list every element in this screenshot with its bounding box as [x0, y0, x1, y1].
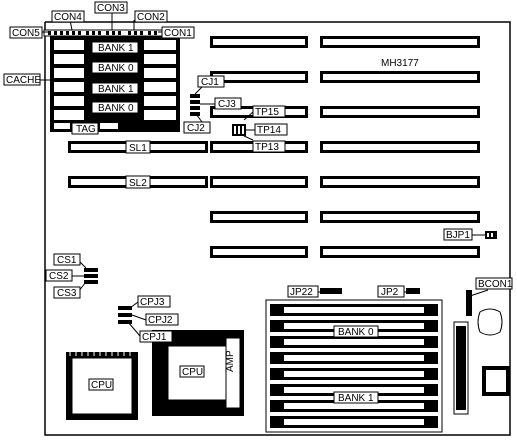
- callout-cache-bank0a: BANK 0: [91, 61, 139, 74]
- slot-pair-3: [210, 106, 480, 118]
- slot-pair-2: [210, 71, 480, 83]
- svg-text:CON2: CON2: [137, 12, 165, 23]
- svg-text:CON4: CON4: [54, 12, 82, 23]
- bjp1-jumper: [485, 231, 497, 239]
- slot-pair-4: [210, 141, 480, 153]
- callout-con2: CON2: [134, 10, 168, 23]
- amp-mark: AMP: [225, 350, 236, 372]
- callout-tp14: TP14: [254, 123, 288, 136]
- callout-con5: CON5: [9, 26, 43, 39]
- callout-cache: CACHE: [3, 73, 41, 86]
- callout-cpj2: CPJ2: [145, 313, 179, 326]
- slot-pair-1: [210, 36, 480, 48]
- slot-pair-7: [210, 246, 480, 258]
- simm-banks: [265, 299, 443, 433]
- svg-text:BANK 0: BANK 0: [98, 103, 134, 114]
- slot-pair-5: [210, 176, 480, 188]
- tp14-header: [232, 124, 246, 136]
- callout-cpu-left: CPU: [88, 378, 114, 391]
- callout-sl1: SL1: [125, 140, 151, 154]
- svg-text:CS1: CS1: [57, 255, 77, 266]
- cpj-jumpers: [118, 306, 132, 324]
- slot-pair-6: [210, 211, 480, 223]
- svg-text:BANK 0: BANK 0: [338, 327, 374, 338]
- svg-text:CON1: CON1: [164, 28, 192, 39]
- callout-cpu-right: CPU: [179, 365, 205, 378]
- model-label: MH3177: [381, 58, 419, 69]
- jp22-header: [320, 288, 342, 294]
- callout-bjp1: BJP1: [443, 228, 473, 241]
- svg-text:CS3: CS3: [57, 288, 77, 299]
- callout-cj3: CJ3: [214, 97, 242, 110]
- jp2-header: [406, 288, 420, 294]
- callout-simm-bank0: BANK 0: [333, 325, 379, 338]
- svg-text:BCON1: BCON1: [478, 279, 513, 290]
- svg-text:TP13: TP13: [255, 142, 279, 153]
- callout-tp15: TP15: [252, 105, 286, 118]
- callout-cs1: CS1: [53, 253, 81, 266]
- svg-text:TP15: TP15: [255, 107, 279, 118]
- callout-simm-bank1: BANK 1: [333, 391, 379, 404]
- svg-text:CJ2: CJ2: [187, 123, 205, 134]
- callout-con1: CON1: [161, 26, 195, 39]
- svg-text:CPU: CPU: [182, 367, 203, 378]
- callout-jp22: JP22: [287, 285, 319, 298]
- svg-text:AMP: AMP: [225, 350, 236, 372]
- svg-text:CPJ3: CPJ3: [140, 297, 165, 308]
- svg-text:JP2: JP2: [381, 287, 399, 298]
- svg-text:JP22: JP22: [290, 287, 313, 298]
- svg-text:CACHE: CACHE: [6, 75, 41, 86]
- svg-text:BANK 1: BANK 1: [338, 393, 374, 404]
- svg-text:CPJ2: CPJ2: [148, 315, 173, 326]
- callout-con4: CON4: [51, 10, 85, 23]
- svg-text:CON5: CON5: [12, 28, 40, 39]
- svg-text:BANK 1: BANK 1: [98, 84, 134, 95]
- cj-jumpers: [190, 94, 200, 116]
- svg-text:CPU: CPU: [91, 380, 112, 391]
- callout-cache-bank1: BANK 1: [91, 41, 139, 54]
- callout-cj1: CJ1: [197, 75, 225, 88]
- callout-sl2: SL2: [125, 175, 151, 189]
- svg-text:SL2: SL2: [129, 178, 147, 189]
- callout-cs3: CS3: [53, 286, 81, 299]
- svg-text:CPJ1: CPJ1: [142, 332, 167, 343]
- svg-text:TAG: TAG: [76, 124, 96, 135]
- callout-tag: TAG: [71, 122, 99, 135]
- svg-text:SL1: SL1: [129, 143, 147, 154]
- callout-cache-bank1b: BANK 1: [91, 82, 139, 95]
- callout-cpj1: CPJ1: [139, 330, 173, 343]
- cs-jumpers: [84, 268, 98, 284]
- callout-cs2: CS2: [45, 269, 73, 282]
- keyboard-connector: [482, 366, 510, 396]
- battery: [477, 308, 503, 336]
- svg-text:CON3: CON3: [97, 3, 125, 14]
- callout-cj2: CJ2: [183, 121, 211, 134]
- svg-text:CJ3: CJ3: [218, 99, 236, 110]
- callout-bcon1: BCON1: [475, 277, 513, 290]
- svg-text:TP14: TP14: [257, 125, 281, 136]
- callout-cache-bank0b: BANK 0: [91, 101, 139, 114]
- svg-text:CJ1: CJ1: [201, 77, 219, 88]
- bcon1-connector: [453, 290, 472, 415]
- svg-text:BANK 1: BANK 1: [98, 43, 134, 54]
- svg-text:CS2: CS2: [49, 271, 69, 282]
- svg-text:BJP1: BJP1: [446, 230, 470, 241]
- callout-jp2: JP2: [377, 285, 405, 298]
- callout-tp13: TP13: [252, 140, 286, 153]
- callout-cpj3: CPJ3: [137, 295, 171, 308]
- callout-con3: CON3: [94, 1, 128, 14]
- svg-text:BANK 0: BANK 0: [98, 63, 134, 74]
